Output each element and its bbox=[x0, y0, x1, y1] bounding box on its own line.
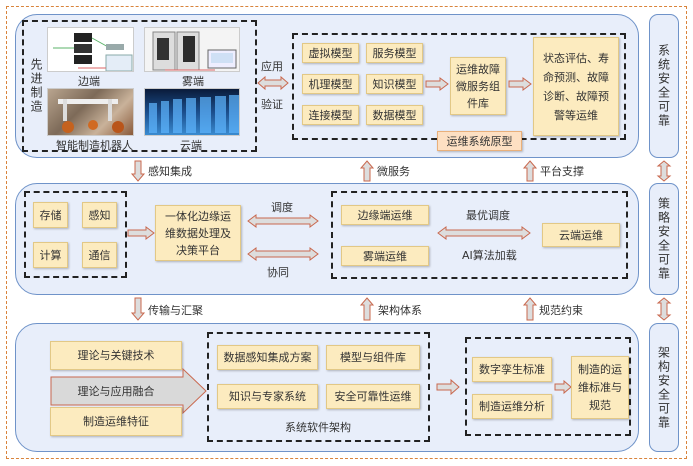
capabilities-group bbox=[24, 191, 127, 278]
model-component-lib-box: 模型与组件库 bbox=[326, 345, 420, 370]
capabilities-to-platform-arrow bbox=[127, 226, 155, 240]
knowledge-model-box: 知识模型 bbox=[366, 74, 423, 94]
service-model-box: 服务模型 bbox=[366, 43, 423, 63]
schedule-label: 调度 bbox=[271, 201, 293, 214]
microservice-up-arrow bbox=[359, 160, 375, 182]
datacenter-image bbox=[144, 88, 240, 136]
perception-integration-label: 感知集成 bbox=[148, 165, 192, 178]
architecture-safety-text: 架构安全可靠 bbox=[656, 345, 671, 430]
standards-group bbox=[465, 337, 631, 436]
theory-key-tech-box: 理论与关键技术 bbox=[50, 341, 182, 370]
connection-model-box: 连接模型 bbox=[302, 105, 359, 125]
virtual-model-box: 虚拟模型 bbox=[302, 43, 359, 63]
communication-box: 通信 bbox=[82, 242, 117, 268]
fog-caption: 雾端 bbox=[182, 75, 204, 88]
robot-factory-image bbox=[47, 88, 134, 136]
system-safety-text: 系统安全可靠 bbox=[656, 44, 671, 128]
edge-ops-box: 边缘端运维 bbox=[341, 205, 429, 225]
lib-to-outcomes-arrow bbox=[508, 77, 532, 91]
transmission-down-arrow bbox=[130, 297, 146, 321]
manufacturing-group bbox=[22, 20, 257, 152]
mechanism-model-box: 机理模型 bbox=[302, 74, 359, 94]
norm-constraint-label: 规范约束 bbox=[539, 304, 583, 317]
strategy-architecture-double-arrow bbox=[656, 297, 672, 321]
ops-outcomes-box: 状态评估、寿命预测、故障诊断、故障预警等运维 bbox=[533, 37, 619, 136]
platform-support-up-arrow bbox=[522, 160, 538, 182]
edge-fog-cloud-group bbox=[331, 191, 628, 279]
collaborate-label: 协同 bbox=[267, 266, 289, 279]
ops-prototype-box: 运维系统原型 bbox=[437, 131, 522, 151]
fog-ops-box: 雾端运维 bbox=[341, 246, 429, 266]
strategy-safety-label: 策略安全可靠 bbox=[649, 183, 679, 295]
manufacturing-label: 先进制造 bbox=[29, 58, 43, 114]
cloud-ops-box: 云端运维 bbox=[542, 223, 620, 247]
microservice-lib-box: 运维故障微服务组件库 bbox=[450, 57, 506, 115]
robot-caption: 智能制造机器人 bbox=[56, 139, 133, 152]
cloud-edge-double-arrow bbox=[437, 226, 531, 240]
digital-twin-std-box: 数字孪生标准 bbox=[472, 357, 552, 382]
compute-box: 计算 bbox=[33, 242, 68, 268]
edge-device-image bbox=[47, 27, 134, 72]
data-perception-scheme-box: 数据感知集成方案 bbox=[217, 345, 318, 370]
system-safety-label: 系统安全可靠 bbox=[649, 14, 679, 158]
apply-label: 应用 bbox=[261, 60, 283, 73]
perception-box: 感知 bbox=[82, 202, 117, 228]
edge-caption: 边端 bbox=[78, 75, 100, 88]
perception-down-arrow bbox=[130, 160, 146, 182]
transmission-label: 传输与汇聚 bbox=[148, 304, 203, 317]
collaborate-double-arrow bbox=[247, 247, 319, 261]
schedule-double-arrow bbox=[247, 214, 319, 228]
system-strategy-double-arrow bbox=[656, 160, 672, 182]
ai-loading-label: AI算法加载 bbox=[462, 249, 517, 262]
platform-support-label: 平台支撑 bbox=[540, 165, 584, 178]
data-model-box: 数据模型 bbox=[366, 105, 423, 125]
outer-frame bbox=[6, 6, 687, 459]
microservice-label: 微服务 bbox=[377, 165, 410, 178]
software-arch-label: 系统软件架构 bbox=[285, 421, 351, 434]
storage-box: 存储 bbox=[33, 202, 68, 228]
edge-ops-platform-box: 一体化边缘运维数据处理及决策平台 bbox=[155, 205, 241, 261]
fusion-big-arrow bbox=[50, 367, 207, 415]
software-arch-group bbox=[207, 332, 430, 442]
architecture-up-arrow bbox=[359, 297, 375, 321]
strategy-safety-text: 策略安全可靠 bbox=[656, 197, 671, 281]
apply-verify-double-arrow bbox=[257, 75, 289, 91]
cloud-caption: 云端 bbox=[180, 139, 202, 152]
architecture-safety-label: 架构安全可靠 bbox=[649, 323, 679, 452]
knowledge-expert-system-box: 知识与专家系统 bbox=[217, 384, 318, 409]
mfg-ops-analysis-box: 制造运维分析 bbox=[472, 394, 552, 419]
models-to-lib-arrow bbox=[425, 77, 449, 91]
fusion-label: 理论与应用融合 bbox=[77, 385, 155, 398]
software-to-standards-arrow bbox=[436, 378, 460, 396]
optimal-schedule-label: 最优调度 bbox=[466, 209, 510, 222]
safety-reliability-ops-box: 安全可靠性运维 bbox=[326, 384, 420, 409]
mfg-ops-standards-box: 制造的运维标准与规范 bbox=[571, 356, 629, 419]
mfg-ops-features-box: 制造运维特征 bbox=[50, 407, 182, 436]
architecture-system-label: 架构体系 bbox=[378, 304, 422, 317]
analysis-to-standards-arrow bbox=[554, 379, 572, 395]
verify-label: 验证 bbox=[261, 98, 283, 111]
norm-constraint-up-arrow bbox=[522, 297, 538, 321]
fog-cabinet-image bbox=[144, 27, 240, 72]
